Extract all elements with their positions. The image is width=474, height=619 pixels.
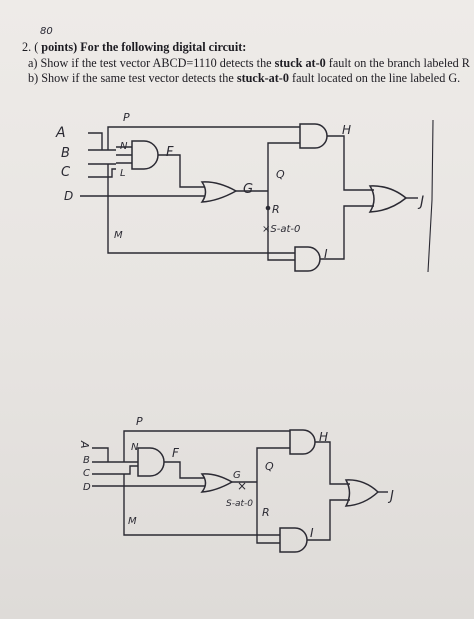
top-label-g: G [243,182,253,197]
top-wire-p [107,126,300,150]
bottom-label-d: D [83,482,91,493]
top-gate-j [368,185,408,213]
bottom-label-r: R [262,506,270,519]
bottom-label-j: J [387,489,394,504]
bottom-label-a: A [78,440,91,449]
bottom-label-p: P [136,415,143,428]
bottom-fault-mark: × [237,479,247,493]
top-label-h: H [342,123,351,137]
points-text: points) For the following digital circui… [41,40,247,54]
top-fault-note: ×S-at-0 [262,224,300,235]
bottom-label-f: F [172,446,180,460]
bottom-wire-p [123,430,290,462]
bottom-label-m: M [128,516,137,527]
bottom-label-q: Q [265,460,274,473]
top-label-j: J [417,194,424,210]
top-wire-g-branches [236,142,300,261]
top-label-p: P [123,111,130,124]
bottom-label-g: G [233,470,241,481]
bottom-label-c: C [83,468,90,479]
bottom-gate-i [279,527,308,553]
bottom-gate-f [137,447,165,477]
top-label-d: D [64,189,73,203]
top-gate-f-inputs [116,146,132,164]
bottom-wire-g-branches [232,447,290,544]
top-wire-f [158,154,205,188]
top-input-wires [80,132,205,197]
bottom-label-b: B [83,455,90,466]
bottom-gate-h [289,429,316,455]
top-label-i: I [324,247,328,261]
top-label-f: F [166,145,174,160]
bottom-fault-note: S-at-0 [226,499,253,509]
top-label-l: L [120,168,126,179]
top-gate-f [131,140,159,170]
part-b: b) Show if the same test vector detects … [28,71,461,85]
bottom-label-h: H [319,430,328,444]
top-right-line [427,119,434,273]
bottom-input-wires [92,447,205,487]
points-prefix: ( [34,40,39,54]
top-fanout-dot [265,205,271,211]
bottom-wire-h-i [307,441,350,541]
question-title: 2. ( points) For the following digital c… [22,40,246,54]
top-gate-g [200,181,238,203]
question-number: 2. [22,40,32,54]
top-label-m: M [114,230,123,241]
top-label-n: N [120,141,128,152]
bottom-gate-g [200,473,234,493]
score-note: 80 [40,26,53,37]
top-label-c: C [61,165,71,180]
top-label-a: A [55,125,66,141]
top-wire-h-i [320,135,374,260]
top-gate-i [294,246,321,272]
top-label-b: B [61,146,70,161]
top-wire-m [107,164,295,254]
top-label-q: Q [276,168,285,181]
bottom-wire-f [164,461,205,479]
bottom-wire-m [123,474,280,536]
part-a: a) Show if the test vector ABCD=1110 det… [28,56,470,70]
bottom-label-i: I [310,526,314,540]
bottom-gate-j [344,479,380,507]
top-gate-h [299,123,328,149]
bottom-label-n: N [131,442,139,453]
top-label-r: R [272,203,280,216]
